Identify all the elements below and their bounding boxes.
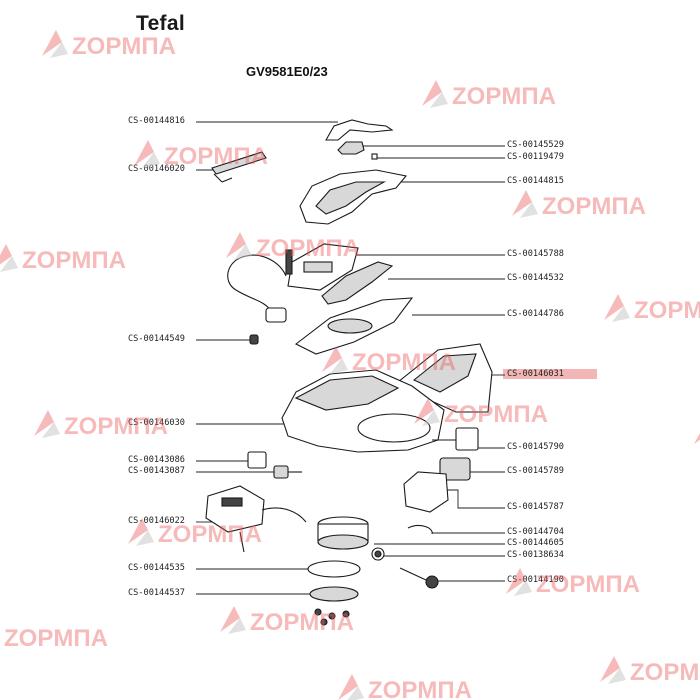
soleplate-part[interactable] [294, 297, 414, 355]
part-label-right[interactable]: CS-00144532 [507, 273, 564, 283]
part-label-right[interactable]: CS-00144815 [507, 176, 564, 186]
part-label-right[interactable]: CS-00145529 [507, 140, 564, 150]
part-label-right[interactable]: CS-00119479 [507, 152, 564, 162]
thermostat-knob-part[interactable] [337, 141, 378, 160]
base-station-part[interactable] [281, 369, 445, 453]
power-cord-part[interactable] [227, 254, 287, 323]
valve-assembly-part[interactable] [432, 427, 479, 451]
control-board-part[interactable] [205, 485, 307, 553]
part-label-left[interactable]: CS-00146022 [128, 516, 185, 526]
part-label-left[interactable]: CS-00146020 [128, 164, 185, 174]
boiler-part[interactable] [317, 516, 369, 550]
switch-part[interactable] [247, 451, 267, 469]
heating-element-part[interactable] [321, 261, 394, 305]
part-label-left[interactable]: CS-00143086 [128, 455, 185, 465]
part-label-left[interactable]: CS-00146030 [128, 418, 185, 428]
part-label-right[interactable]: CS-00145787 [507, 502, 564, 512]
seal-ring-part[interactable] [371, 547, 385, 561]
grommet-part[interactable] [249, 334, 259, 345]
boiler-gasket-part[interactable] [307, 560, 361, 578]
part-label-left[interactable]: CS-00143087 [128, 466, 185, 476]
part-label-left[interactable]: CS-00144537 [128, 588, 185, 598]
leader-lines [196, 121, 505, 595]
brand-logo: Tefal [136, 12, 185, 35]
part-label-left[interactable]: CS-00144549 [128, 334, 185, 344]
upper-housing-part[interactable] [299, 169, 408, 225]
screws-set-part[interactable] [309, 586, 359, 626]
hose-part[interactable] [407, 525, 433, 535]
pump-bracket-part[interactable] [403, 471, 449, 513]
part-label-right-highlighted[interactable]: CS-00146031 [503, 369, 597, 379]
handle-cover-part[interactable] [325, 119, 394, 141]
drain-plug-part[interactable] [399, 567, 439, 589]
part-label-right[interactable]: CS-00144704 [507, 527, 564, 537]
part-label-left[interactable]: CS-00144535 [128, 563, 185, 573]
part-label-right[interactable]: CS-00145788 [507, 249, 564, 259]
part-label-right[interactable]: CS-00145790 [507, 442, 564, 452]
connector-part[interactable] [273, 465, 302, 479]
spray-nozzle-part[interactable] [211, 151, 267, 183]
part-label-right[interactable]: CS-00144190 [507, 575, 564, 585]
part-label-right[interactable]: CS-00138634 [507, 550, 564, 560]
pump-part[interactable] [439, 457, 471, 481]
part-label-left[interactable]: CS-00144816 [128, 116, 185, 126]
part-label-right[interactable]: CS-00144605 [507, 538, 564, 548]
model-number: GV9581E0/23 [246, 64, 328, 79]
electronic-board-part[interactable] [285, 243, 359, 291]
part-label-right[interactable]: CS-00145789 [507, 466, 564, 476]
part-label-right[interactable]: CS-00144786 [507, 309, 564, 319]
